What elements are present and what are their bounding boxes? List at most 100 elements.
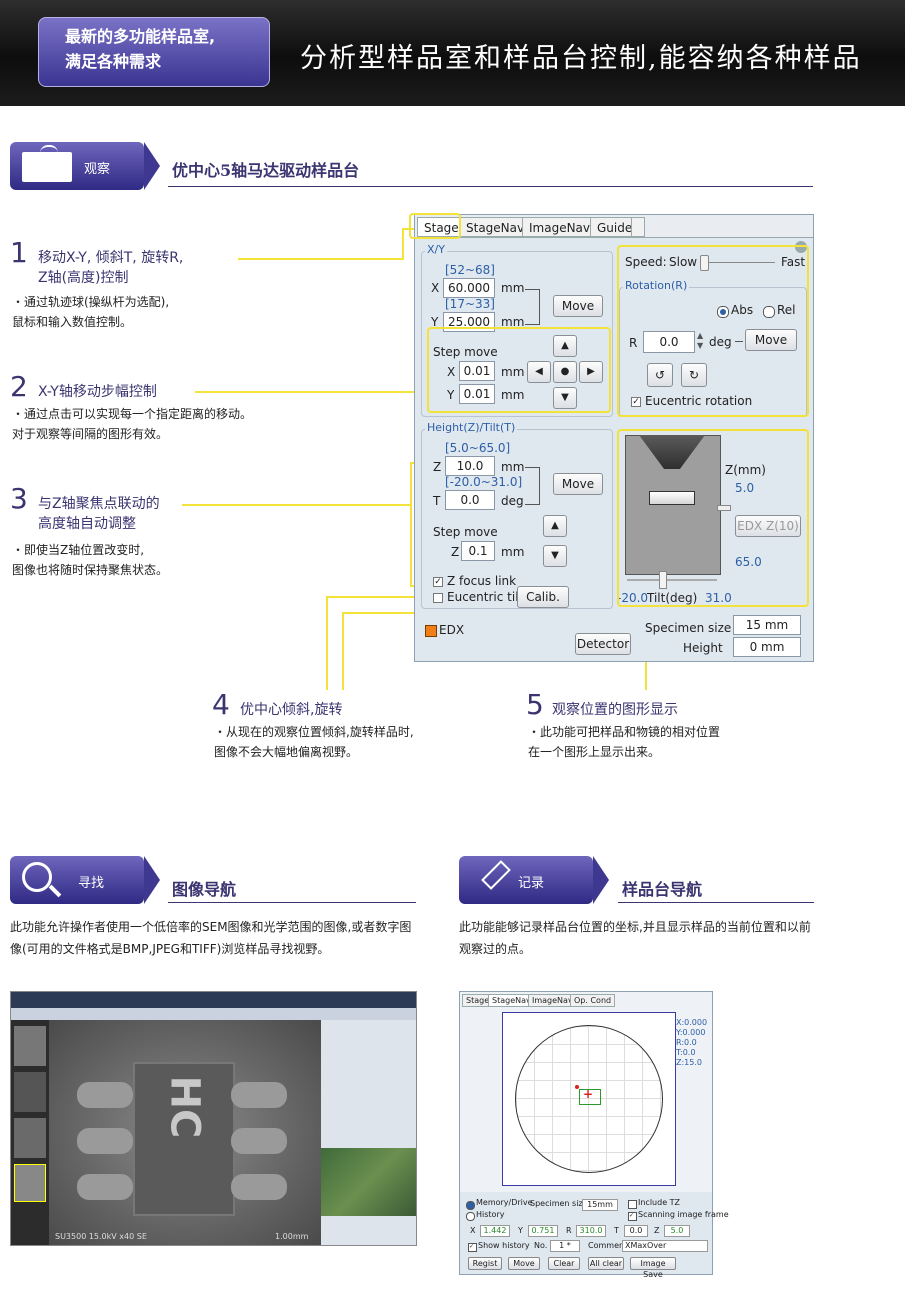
z-scrollbar[interactable] <box>717 489 731 563</box>
all-clear-button[interactable]: All clear <box>588 1257 624 1270</box>
scanning-frame-checkbox[interactable]: ✓ <box>628 1212 637 1221</box>
z-focus-link-checkbox[interactable]: ✓ <box>433 577 443 587</box>
specimen-stage-graphic <box>649 491 695 505</box>
z-input[interactable]: 10.0 <box>445 456 495 476</box>
navi-tab-opcond[interactable]: Op. Cond <box>570 994 616 1007</box>
callout-5-desc-2: 在一个图形上显示出来。 <box>528 745 661 759</box>
height-label: Height <box>683 641 723 655</box>
history-point <box>575 1085 579 1089</box>
navi-tab-stagenavi[interactable]: StageNavi <box>488 994 537 1007</box>
chip-marking: HC <box>161 1075 208 1139</box>
callout-5-desc: ・此功能可把样品和物镜的相对位置 <box>528 725 721 739</box>
header-title: 分析型样品室和样品台控制,能容纳各种样品 <box>300 43 862 74</box>
navi-tab-imagenavi[interactable]: ImageNavi <box>528 994 579 1007</box>
callout-1-heading: 移动X-Y, 倾斜T, 旋转R, <box>38 250 184 266</box>
image-save-button[interactable]: Image Save <box>630 1257 676 1279</box>
step-down-button[interactable]: ▼ <box>553 387 577 409</box>
t-range: [-20.0~31.0] <box>445 475 523 489</box>
history-radio[interactable] <box>466 1212 475 1221</box>
side-panel <box>321 1020 416 1148</box>
include-tz-checkbox[interactable] <box>628 1200 637 1209</box>
callout-1-connector <box>238 258 402 260</box>
specimen-size-value[interactable]: 15 mm <box>733 615 801 635</box>
abs-radio[interactable] <box>717 306 729 318</box>
highlight-rotation <box>617 245 809 417</box>
highlight-step-move <box>427 327 611 413</box>
t-input[interactable]: 0.0 <box>445 490 495 510</box>
step-z-input[interactable]: 0.1 <box>461 541 495 561</box>
edx-indicator <box>425 625 437 637</box>
step-y-input[interactable]: 0.01 <box>459 384 495 404</box>
r-spinner[interactable]: ▲▼ <box>697 331 704 350</box>
eucentric-tilt-label: Eucentric tilt <box>447 590 524 604</box>
callout-3-connector <box>182 504 412 506</box>
tab-stage[interactable]: Stage <box>417 217 466 237</box>
navi-t-input[interactable]: 0.0 <box>624 1225 648 1237</box>
tab-guide[interactable]: Guide <box>590 217 640 237</box>
comment-input[interactable]: XMaxOver <box>622 1240 708 1252</box>
rotation-group-label: Rotation(R) <box>623 279 690 292</box>
height-value[interactable]: 0 mm <box>733 637 801 657</box>
callout-1-connector-v <box>402 228 404 260</box>
z-up-button[interactable]: ▲ <box>543 515 567 537</box>
magnifier-icon <box>22 862 52 892</box>
calib-button[interactable]: Calib. <box>517 586 569 608</box>
regist-button[interactable]: Regist <box>468 1257 502 1270</box>
navi-z-label: Z <box>654 1226 660 1235</box>
rel-radio[interactable] <box>763 306 775 318</box>
eucentric-rotation-checkbox[interactable]: ✓ <box>631 397 641 407</box>
callout-3-number: 3 <box>10 482 28 515</box>
step-left-button[interactable]: ◀ <box>527 361 551 383</box>
navi-specimen-size-value[interactable]: 15mm <box>582 1199 618 1211</box>
speed-slider-thumb[interactable] <box>700 255 709 271</box>
navi-y-input[interactable]: 0.751 <box>528 1225 558 1237</box>
zt-move-button[interactable]: Move <box>553 473 603 495</box>
z-mm-label: Z(mm) <box>725 463 766 477</box>
y-label: Y <box>431 315 439 329</box>
speed-slow-label: Slow <box>669 255 698 269</box>
navi-r-input[interactable]: 310.0 <box>576 1225 606 1237</box>
clear-button[interactable]: Clear <box>548 1257 580 1270</box>
record-section-title: 样品台导航 <box>622 880 703 899</box>
step-right-button[interactable]: ▶ <box>579 361 603 383</box>
callout-1-number: 1 <box>10 236 28 269</box>
step-up-button[interactable]: ▲ <box>553 335 577 357</box>
scan-frame <box>579 1089 601 1105</box>
navi-move-button[interactable]: Move <box>508 1257 540 1270</box>
tab-extra[interactable] <box>631 217 645 237</box>
collapse-icon[interactable] <box>795 241 807 253</box>
callout-3-desc-2: 图像也将随时保持聚焦状态。 <box>12 563 169 577</box>
detector-button[interactable]: Detector <box>575 633 631 655</box>
xy-move-button[interactable]: Move <box>553 295 603 317</box>
callout-4-number: 4 <box>212 688 230 721</box>
record-section-rule <box>618 902 814 903</box>
edx-z-button[interactable]: EDX Z(10) <box>735 515 801 537</box>
no-select[interactable]: 1 * <box>550 1240 580 1252</box>
x-position-input[interactable]: 60.000 <box>443 278 495 298</box>
tilt-slider-thumb[interactable] <box>659 571 667 589</box>
callout-4-connector-h1 <box>326 596 428 598</box>
memory-radio[interactable] <box>466 1201 475 1210</box>
rotate-cw-button[interactable]: ↻ <box>681 363 707 387</box>
callout-5-heading: 观察位置的图形显示 <box>552 702 678 718</box>
navi-coord-y: Y:0.000 <box>676 1028 706 1037</box>
tab-imagenavi[interactable]: ImageNavi <box>522 217 601 237</box>
eucentric-tilt-checkbox[interactable] <box>433 593 443 603</box>
r-input[interactable]: 0.0 <box>643 331 695 353</box>
step-x-input[interactable]: 0.01 <box>459 361 495 381</box>
y-unit: mm <box>501 315 525 329</box>
sem-image: HC SU3500 15.0kV x40 SE 1.00mm <box>49 1020 321 1245</box>
callout-1-connector-h2 <box>402 228 414 230</box>
header-badge: 最新的多功能样品室, 满足各种需求 <box>38 17 270 87</box>
navi-z-input[interactable]: 5.0 <box>664 1225 690 1237</box>
navi-x-input[interactable]: 1.442 <box>480 1225 510 1237</box>
current-position-marker: + <box>583 1087 594 1101</box>
navi-map[interactable]: + <box>502 1012 676 1186</box>
show-history-checkbox[interactable]: ✓ <box>468 1243 477 1252</box>
show-history-label: Show history <box>478 1241 530 1250</box>
step-center-button[interactable]: ● <box>553 361 577 383</box>
observe-tab-label: 观察 <box>84 162 111 177</box>
rotate-ccw-button[interactable]: ↺ <box>647 363 673 387</box>
r-move-button[interactable]: Move <box>745 329 797 351</box>
z-down-button[interactable]: ▼ <box>543 545 567 567</box>
